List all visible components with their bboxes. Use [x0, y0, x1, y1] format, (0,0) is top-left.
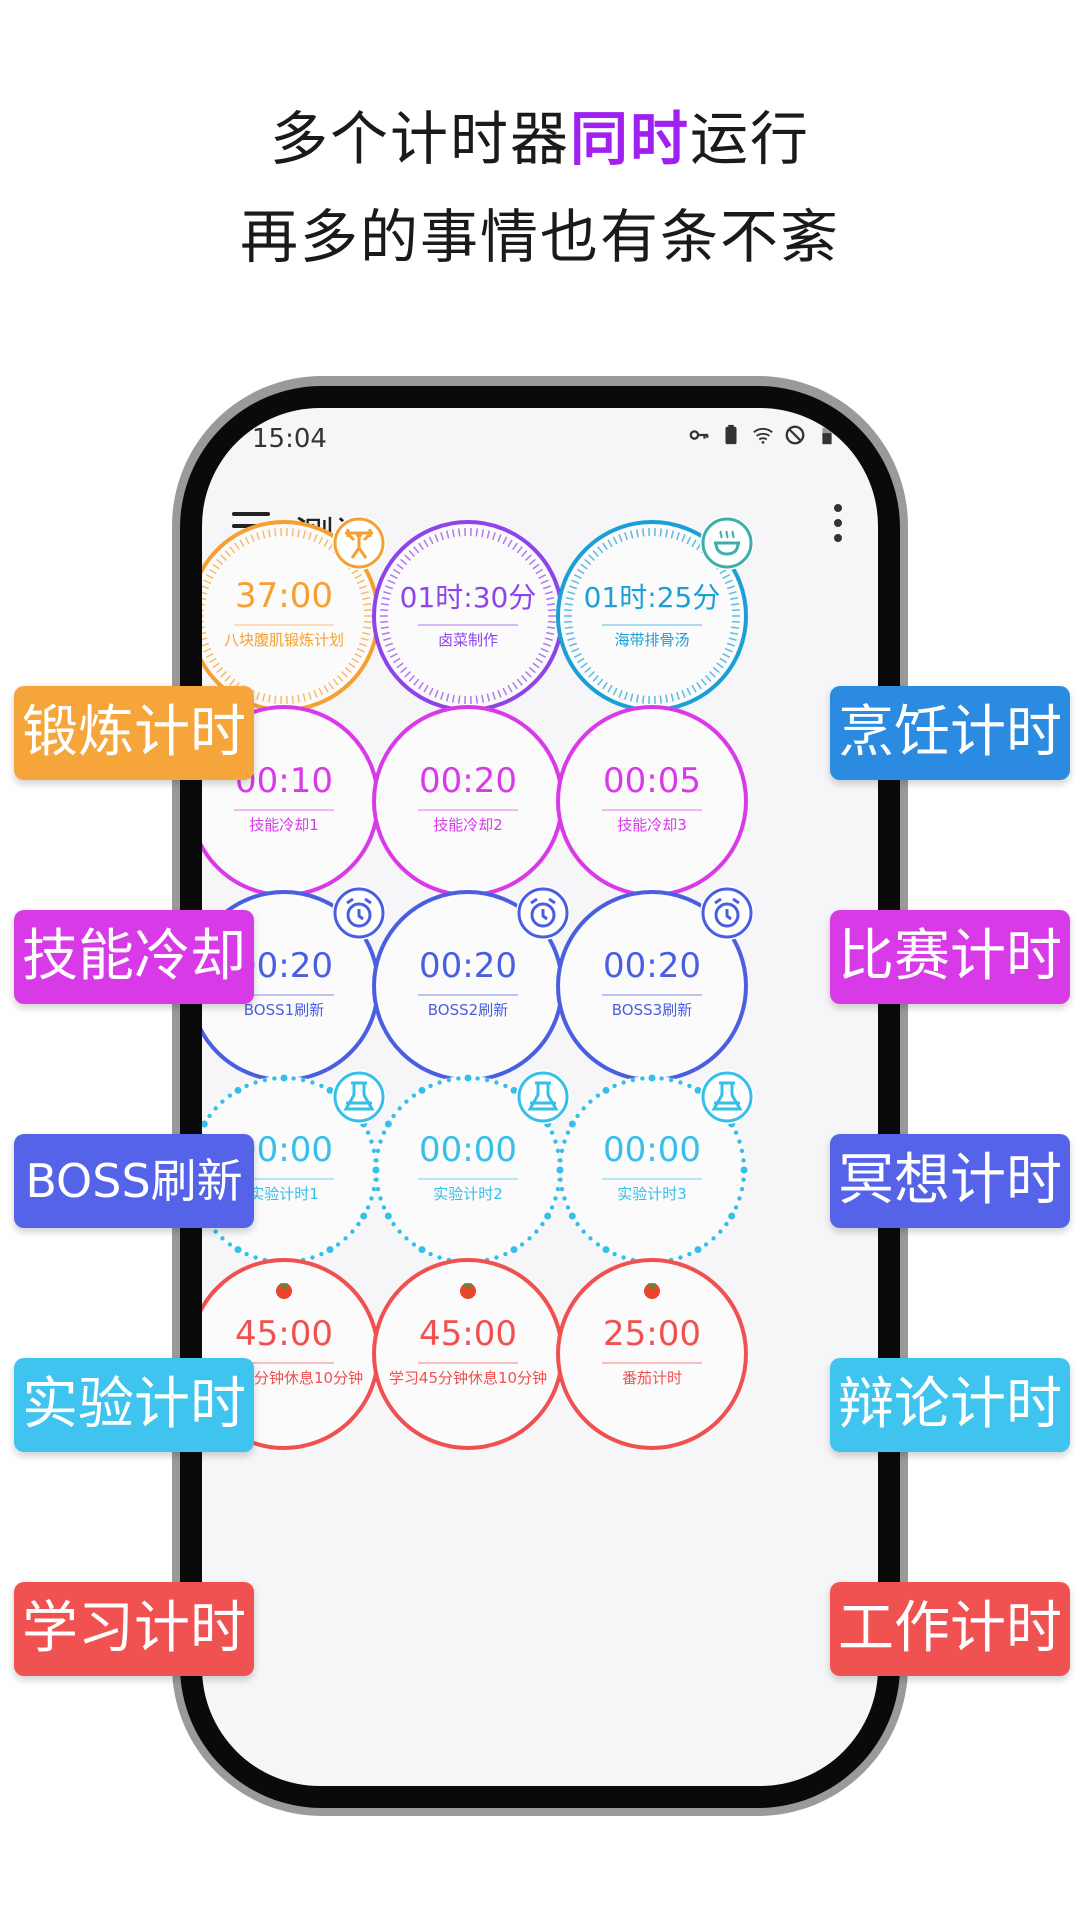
timer-name: 实验计时2	[433, 1185, 503, 1203]
timer-ring	[372, 705, 564, 897]
timer-ring	[556, 520, 748, 712]
timer-divider	[234, 624, 334, 626]
headline-line-1: 多个计时器同时运行	[0, 92, 1080, 176]
timer-divider	[234, 1178, 334, 1180]
timer-time: 01时:25分	[583, 581, 721, 614]
timer-divider	[418, 1362, 518, 1364]
phone-screen: 15:04 测试 37:00八块腹肌锻炼计划01时:30分卤菜制作01时:25分…	[202, 408, 878, 1786]
headline-text: 多个计时器	[269, 105, 570, 173]
label-left: 锻炼计时	[14, 686, 254, 780]
headline-text-end: 运行	[690, 105, 811, 173]
flask-icon	[332, 1070, 386, 1124]
timer-time: 00:20	[603, 946, 701, 986]
timer-name: 技能冷却1	[249, 816, 319, 834]
tomato-icon	[274, 1280, 294, 1300]
timer-name: 技能冷却3	[617, 816, 687, 834]
timer-card[interactable]: 37:00 八块腹肌锻炼计划	[202, 516, 386, 714]
status-bar: 15:04	[252, 418, 838, 458]
label-right: 比赛计时	[830, 910, 1070, 1004]
status-time: 15:04	[252, 424, 327, 454]
tomato-icon	[642, 1280, 662, 1300]
label-left: 实验计时	[14, 1358, 254, 1452]
status-icons	[688, 424, 838, 446]
cooking-pot-icon	[700, 516, 754, 570]
do-not-disturb-icon	[785, 425, 805, 445]
battery-saver-icon	[725, 424, 737, 445]
timer-card[interactable]: 00:00 实验计时2	[370, 1070, 570, 1268]
timer-name: 卤菜制作	[437, 631, 498, 649]
timer-card[interactable]: 00:05 技能冷却3	[554, 703, 750, 899]
timer-name: 番茄计时	[621, 1369, 682, 1387]
more-options-icon[interactable]	[832, 504, 844, 552]
timer-time: 45:00	[235, 1314, 333, 1354]
timer-time: 00:20	[419, 946, 517, 986]
label-left: 学习计时	[14, 1582, 254, 1676]
timer-time: 45:00	[419, 1314, 517, 1354]
timer-time: 37:00	[235, 576, 333, 616]
timer-name: 海带排骨汤	[614, 631, 690, 649]
timer-name: 实验计时1	[249, 1185, 319, 1203]
timer-name: BOSS2刷新	[427, 1001, 509, 1019]
timer-divider	[234, 994, 334, 996]
timer-card[interactable]: 01时:30分卤菜制作	[370, 518, 566, 714]
flask-icon	[516, 1070, 570, 1124]
timer-divider	[602, 624, 702, 626]
timer-time: 25:00	[603, 1314, 701, 1354]
tomato-icon	[458, 1280, 478, 1300]
timer-time: 00:20	[419, 761, 517, 801]
timer-name: 实验计时3	[617, 1185, 687, 1203]
label-left: 技能冷却	[14, 910, 254, 1004]
timer-time: 01时:30分	[399, 581, 537, 614]
timer-ring	[372, 520, 564, 712]
timer-card[interactable]: 45:00 学习45分钟休息10分钟	[370, 1256, 566, 1452]
timer-time: 00:00	[603, 1130, 701, 1170]
timer-divider	[602, 809, 702, 811]
timer-divider	[602, 1362, 702, 1364]
alarm-clock-icon	[516, 886, 570, 940]
alarm-clock-icon	[700, 886, 754, 940]
timer-name: BOSS3刷新	[611, 1001, 693, 1019]
headline-accent: 同时	[569, 105, 690, 173]
battery-icon	[822, 425, 832, 445]
timer-divider	[602, 1178, 702, 1180]
timer-ring	[556, 1258, 748, 1450]
timer-card[interactable]: 00:00 实验计时3	[554, 1070, 754, 1268]
label-left: BOSS刷新	[14, 1134, 254, 1228]
wifi-icon	[753, 427, 773, 444]
label-right: 冥想计时	[830, 1134, 1070, 1228]
timer-card[interactable]: 01时:25分海带排骨汤	[554, 516, 754, 714]
timer-name: 学习45分钟休息10分钟	[388, 1369, 548, 1387]
label-right: 辩论计时	[830, 1358, 1070, 1452]
timer-ring	[556, 705, 748, 897]
timer-name: BOSS1刷新	[243, 1001, 325, 1019]
headline-line-2: 再多的事情也有条不紊	[239, 203, 840, 271]
timer-name: 技能冷却2	[433, 816, 503, 834]
timer-divider	[234, 809, 334, 811]
timer-divider	[418, 624, 518, 626]
flask-icon	[700, 1070, 754, 1124]
label-right: 工作计时	[830, 1582, 1070, 1676]
timer-divider	[418, 809, 518, 811]
timer-divider	[234, 1362, 334, 1364]
timer-divider	[418, 994, 518, 996]
key-icon	[689, 430, 709, 440]
timer-time: 00:00	[419, 1130, 517, 1170]
timer-card[interactable]: 25:00 番茄计时	[554, 1256, 750, 1452]
weightlifter-icon	[332, 516, 386, 570]
timer-divider	[418, 1178, 518, 1180]
alarm-clock-icon	[332, 886, 386, 940]
timer-time: 00:05	[603, 761, 701, 801]
timer-name: 八块腹肌锻炼计划	[223, 631, 344, 649]
timer-divider	[602, 994, 702, 996]
label-right: 烹饪计时	[830, 686, 1070, 780]
timer-card[interactable]: 00:20 技能冷却2	[370, 703, 566, 899]
